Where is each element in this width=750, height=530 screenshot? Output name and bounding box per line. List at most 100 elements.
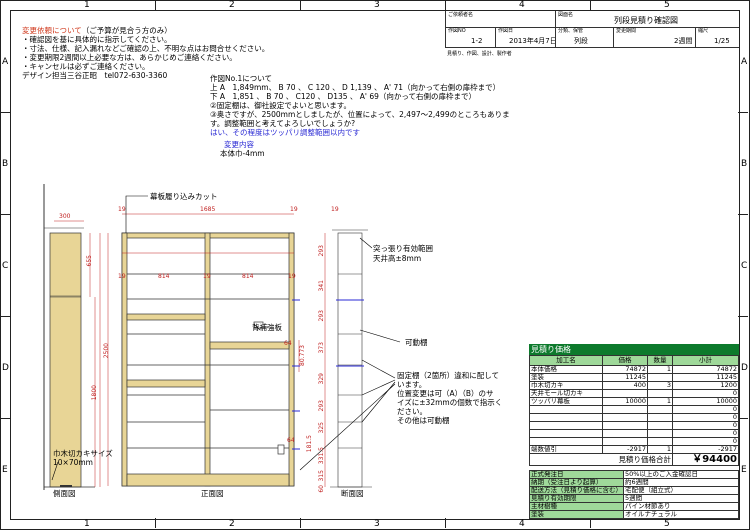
ruler-col-1-bottom: 1 <box>84 519 90 529</box>
dim-60: 60 <box>318 485 325 493</box>
ruler-row-d: D <box>2 363 9 373</box>
label-section-view: 断面図 <box>341 489 364 498</box>
ruler-tick <box>445 518 446 528</box>
ruler-tick <box>590 0 591 10</box>
item-subtotal: 1200 <box>672 381 739 390</box>
ruler-col-4: 4 <box>519 0 525 10</box>
dim-293: 293 <box>318 245 325 257</box>
estimate-title: 見積り価格 <box>529 344 739 355</box>
tb-scale-label: 縮尺 <box>698 28 709 34</box>
dim-814: 814 <box>242 273 254 280</box>
dim-width-1685: 1685 <box>200 206 216 213</box>
tb-drawing-name-label: 図面名 <box>558 12 574 18</box>
item-name <box>529 405 603 414</box>
tb-date: 2013年4月7日 <box>509 37 557 45</box>
dim-329: 329 <box>318 373 325 385</box>
label-habaki-size: 10×70mm <box>53 458 93 467</box>
ruler-tick <box>0 418 10 419</box>
ruler-tick <box>738 418 748 419</box>
estimate-total-row: 見積り価格合計 ￥94400 <box>529 453 739 466</box>
col-header: 価格 <box>602 355 648 366</box>
ruler-col-2-bottom: 2 <box>229 519 235 529</box>
tb-date-cell: 作図日 2013年4月7日 <box>495 27 557 48</box>
item-qty <box>647 413 673 422</box>
tb-period-label: 変更期間 <box>616 28 637 34</box>
ruler-row-e-right: E <box>741 465 747 475</box>
tb-drawing-name: 列段見積り確認図 <box>614 16 678 25</box>
tb-customer-label: ご依頼者名 <box>448 12 474 18</box>
dim-655: 655 <box>86 255 93 267</box>
item-name <box>529 429 603 438</box>
ruler-row-b: B <box>2 159 9 169</box>
notes-line: ・変更期限2週間以上必要な方は、あらかじめご連絡ください。 <box>22 53 237 62</box>
item-qty: 1 <box>647 445 673 454</box>
item-name: ツッパリ幕板 <box>529 397 603 406</box>
drawing-notes-title: 作図No.1について <box>210 74 272 83</box>
tb-category: 列段 <box>574 37 588 45</box>
label-kotei-line: イズに±32mmの個数で指示く <box>397 398 503 407</box>
tb-drawing-no-cell: 作図NO 1-2 <box>445 27 496 48</box>
drawing-notes-line: す。調整範囲と考えてよろしいでしょうか? <box>210 119 356 128</box>
dim-814: 814 <box>158 273 170 280</box>
label-kotei-line: その他は可動棚 <box>397 416 450 425</box>
ruler-tick <box>0 316 10 317</box>
label-kotei: 固定棚（2箇所）違和に配して います。 位置変更は可（A）（B）のサ イズに±3… <box>397 371 502 425</box>
leader-lines <box>51 195 401 481</box>
item-qty <box>647 405 673 414</box>
ruler-tick <box>155 0 156 10</box>
label-kotei-line: います。 <box>397 380 427 389</box>
dim-325: 325 <box>318 422 325 434</box>
table-row: 0 <box>529 421 739 430</box>
tb-scale-cell: 縮尺 1/25 <box>695 27 739 48</box>
change-title: 変更内容 <box>224 140 254 149</box>
tb-drawing-name-cell: 図面名 列段見積り確認図 <box>555 11 739 28</box>
dim-19: 19 <box>118 206 126 213</box>
section-view-blue-marks <box>336 299 364 367</box>
section-view <box>330 229 372 488</box>
info-value: オイルナチュラル <box>623 510 739 519</box>
dim-19: 19 <box>290 206 298 213</box>
ruler-tick <box>0 112 10 113</box>
drawing-notes-line: 下 A 1,851 、 B 70 、 C120 、 D135 、 A' 69（向… <box>210 92 477 101</box>
label-tenjo: 天井高±8mm <box>373 254 422 263</box>
ruler-col-2: 2 <box>229 0 235 10</box>
item-subtotal: 0 <box>672 405 739 414</box>
drawing-notes: 作図No.1について 上 A 1,849mm、 B 70 、 C 120 、 D… <box>210 74 510 158</box>
ruler-row-e: E <box>2 465 8 475</box>
dim-331-5: 331.5 <box>318 447 325 465</box>
label-kotei-line: ださい。 <box>397 407 427 416</box>
ruler-row-a: A <box>2 57 9 67</box>
ruler-row-c-right: C <box>741 261 748 271</box>
dim-64: 64 <box>284 340 292 347</box>
drawing-notes-line: ③奥さですが、2500mmとしましたが、位置によって、2,497～2,499のと… <box>210 110 510 119</box>
sheet-inner-border <box>10 10 740 520</box>
drawing-notes-answer: はい、その程度はツッパリ調整範囲以内です <box>210 128 360 137</box>
notes-heading-suffix: （ご予算が見合う方のみ） <box>81 26 172 35</box>
tb-drawing-no: 1-2 <box>471 37 483 45</box>
tb-footer-label: 見積り、作図、設計、製作者 <box>447 51 512 57</box>
item-qty: 3 <box>647 381 673 390</box>
dim-80-773: 80.773 <box>299 345 306 366</box>
ruler-col-3: 3 <box>374 0 380 10</box>
label-tsuppari: 突っ張り有効範囲 <box>373 244 433 253</box>
dim-293: 293 <box>318 310 325 322</box>
ruler-tick <box>0 214 10 215</box>
item-price <box>602 405 648 414</box>
dim-depth-300: 300 <box>59 213 71 220</box>
change-request-notes: 変更依頼について（ご予算が見合う方のみ） ・確認図を基に具体的に指示してください… <box>22 26 269 80</box>
info-label: 塗装 <box>529 510 624 519</box>
ruler-col-5-bottom: 5 <box>664 519 670 529</box>
dim-19: 19 <box>203 273 211 280</box>
label-kadou: 可動棚 <box>405 338 428 347</box>
item-qty <box>647 421 673 430</box>
ruler-row-d-right: D <box>741 363 748 373</box>
item-subtotal: 10000 <box>672 397 739 406</box>
front-view-cabinet <box>121 232 295 487</box>
ruler-tick <box>300 518 301 528</box>
dim-64: 64 <box>287 437 295 444</box>
